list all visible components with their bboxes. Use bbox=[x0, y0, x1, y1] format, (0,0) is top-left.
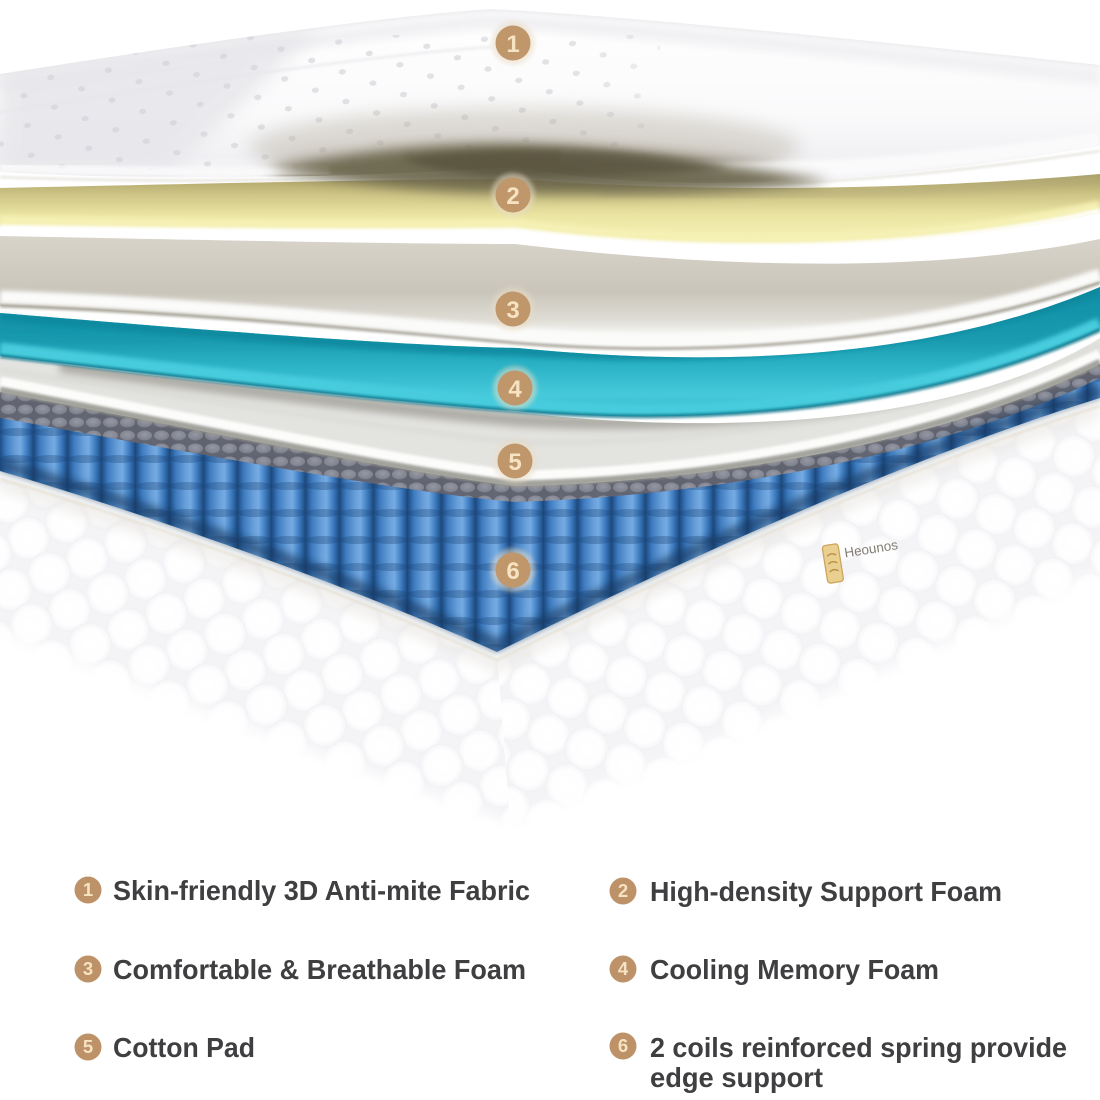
svg-text:1: 1 bbox=[83, 879, 93, 900]
svg-text:3: 3 bbox=[506, 297, 519, 324]
svg-text:5: 5 bbox=[83, 1036, 93, 1057]
svg-text:6: 6 bbox=[506, 558, 519, 585]
svg-text:3: 3 bbox=[83, 958, 93, 979]
svg-text:2: 2 bbox=[618, 880, 628, 901]
svg-text:2 coils reinforced spring prov: 2 coils reinforced spring provide bbox=[650, 1032, 1067, 1063]
svg-text:edge support: edge support bbox=[650, 1062, 823, 1093]
svg-text:Cooling Memory Foam: Cooling Memory Foam bbox=[650, 954, 939, 985]
svg-text:2: 2 bbox=[506, 183, 519, 210]
svg-text:Skin-friendly 3D Anti-mite Fab: Skin-friendly 3D Anti-mite Fabric bbox=[113, 875, 530, 906]
svg-text:High-density Support Foam: High-density Support Foam bbox=[650, 876, 1002, 907]
svg-text:5: 5 bbox=[508, 449, 521, 476]
svg-text:4: 4 bbox=[508, 376, 522, 403]
svg-text:Cotton Pad: Cotton Pad bbox=[113, 1032, 255, 1063]
svg-text:1: 1 bbox=[506, 31, 519, 58]
svg-text:Comfortable & Breathable Foam: Comfortable & Breathable Foam bbox=[113, 954, 526, 985]
svg-text:6: 6 bbox=[618, 1035, 628, 1056]
svg-text:4: 4 bbox=[618, 958, 629, 979]
